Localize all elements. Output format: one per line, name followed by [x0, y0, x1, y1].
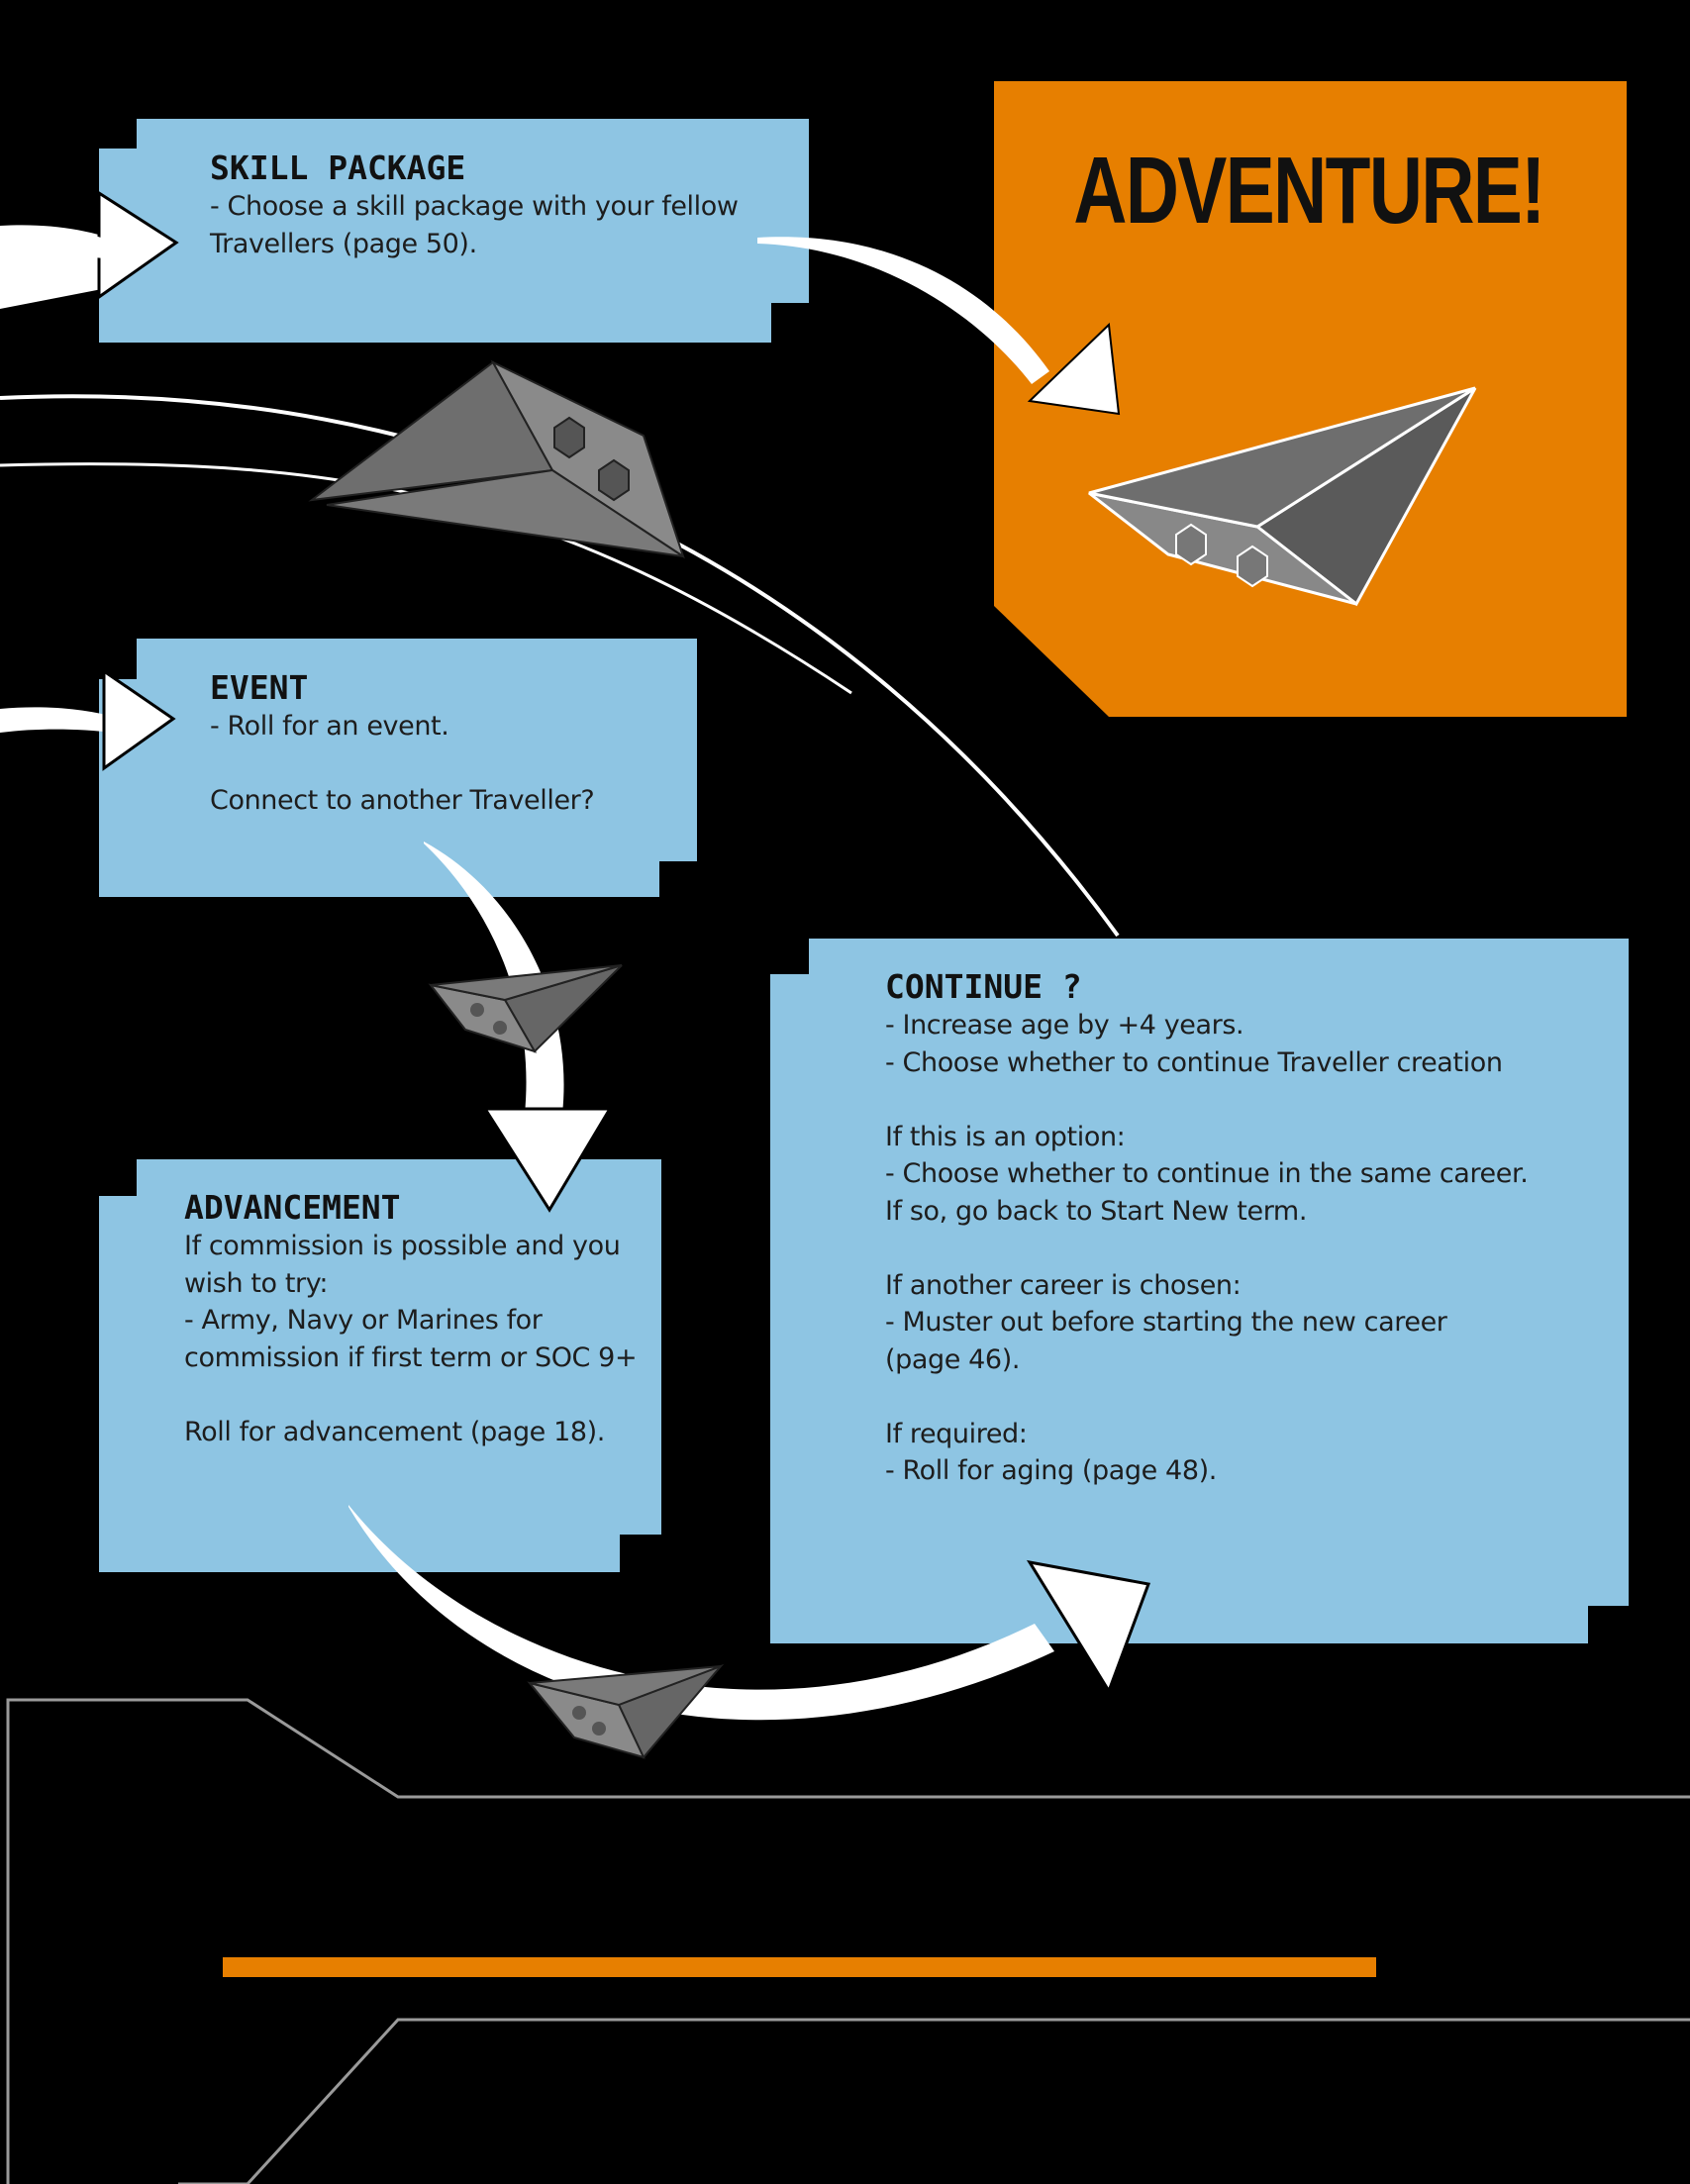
continue-line: - Roll for aging (page 48). [885, 1455, 1217, 1486]
advancement-line: Roll for advancement (page 18). [184, 1416, 605, 1447]
advancement-line: commission if first term or SOC 9+ [184, 1341, 638, 1373]
advancement-line [184, 1376, 649, 1414]
arrow-advancement-to-continue [348, 1505, 1054, 1721]
arrow-body-skill-package [0, 226, 114, 259]
frame-line-bottom [178, 2018, 1690, 2184]
continue-line: - Choose whether to continue in the same… [885, 1158, 1529, 1189]
ship-large-left [308, 359, 685, 559]
advancement-line: - Army, Navy or Marines for [184, 1305, 543, 1336]
continue-line: - Increase age by +4 years. [885, 1010, 1244, 1041]
continue-line: If so, go back to Start New term. [885, 1195, 1307, 1227]
continue-line: If another career is chosen: [885, 1269, 1242, 1301]
ship-small-middle [428, 964, 623, 1053]
continue-line: (page 46). [885, 1343, 1021, 1375]
continue-line: - Muster out before starting the new car… [885, 1307, 1447, 1338]
adventure-title: ADVENTURE! [1073, 138, 1545, 244]
advancement-line: If commission is possible and you [184, 1231, 621, 1261]
arrow-head-adventure [1027, 322, 1121, 416]
arrow-head-advancement [482, 1107, 613, 1213]
arrow-head-continue [1026, 1559, 1151, 1695]
continue-line [885, 1081, 1618, 1119]
arrow-body-event [0, 707, 114, 733]
skill-package-line: Travellers (page 50). [210, 228, 477, 259]
advancement-box: ADVANCEMENT If commission is possible an… [184, 1188, 649, 1450]
continue-line: If this is an option: [885, 1121, 1126, 1152]
event-panel [99, 639, 697, 897]
arrow-skill-to-adventure [757, 237, 1049, 384]
ship-small-bottom [527, 1663, 725, 1759]
ship-adventure [1088, 386, 1477, 607]
event-line: - Roll for an event. [210, 711, 449, 742]
advancement-line: wish to try: [184, 1267, 329, 1299]
event-line: Connect to another Traveller? [210, 785, 595, 816]
skill-package-panel [99, 119, 809, 343]
frame-line-top [6, 1698, 1690, 2184]
continue-line: - Choose whether to continue Traveller c… [885, 1046, 1503, 1078]
continue-line: If required: [885, 1418, 1028, 1449]
adventure-panel [994, 81, 1627, 717]
continue-line [885, 1230, 1618, 1267]
event-title: EVENT [210, 668, 309, 707]
accent-bar [223, 1957, 1376, 1977]
event-line [210, 745, 685, 783]
arrow-head-event [102, 668, 176, 771]
continue-line [885, 1378, 1618, 1416]
event-box: EVENT - Roll for an event. Connect to an… [210, 668, 685, 820]
continue-title: CONTINUE ? [885, 967, 1082, 1006]
continue-box: CONTINUE ? - Increase age by +4 years. -… [885, 967, 1618, 1490]
advancement-panel [99, 1159, 661, 1572]
skill-package-box: SKILL PACKAGE - Choose a skill package w… [210, 149, 804, 262]
continue-panel [770, 939, 1629, 1643]
advancement-title: ADVANCEMENT [184, 1188, 401, 1227]
skill-package-line: - Choose a skill package with your fello… [210, 191, 739, 222]
skill-package-title: SKILL PACKAGE [210, 149, 466, 187]
